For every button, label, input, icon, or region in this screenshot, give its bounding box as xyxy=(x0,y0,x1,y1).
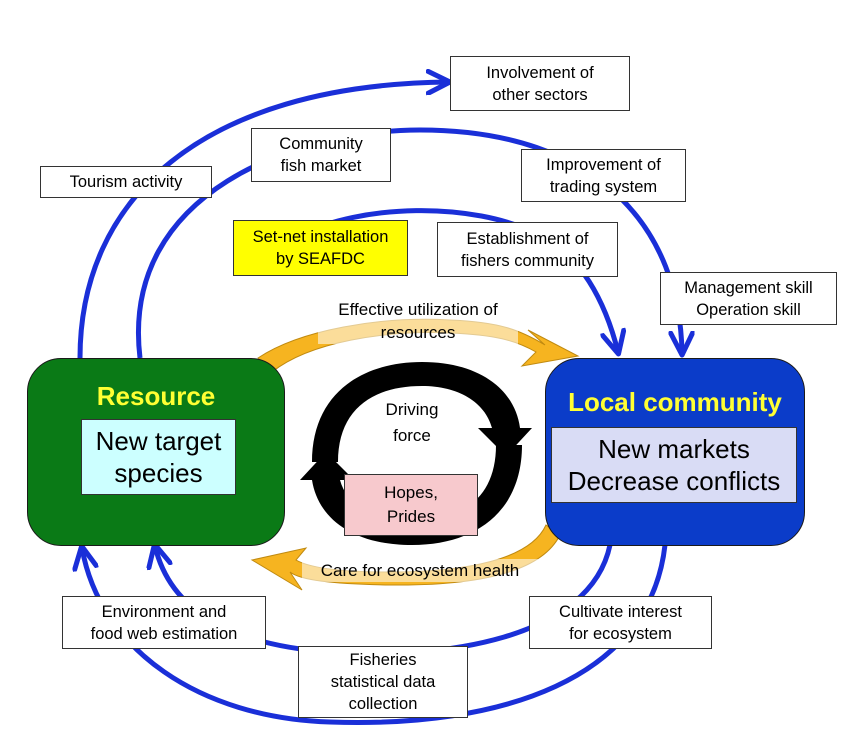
local-community-node: Local community New markets Decrease con… xyxy=(545,358,805,546)
arc-resource-to-community-outer xyxy=(135,127,682,359)
hopes-prides-box: Hopes, Prides xyxy=(344,474,478,536)
arc-resource-to-involvement xyxy=(77,82,448,359)
label-set-net-installation: Set-net installation by SEAFDC xyxy=(233,220,408,276)
label-involvement-of-other-sectors: Involvement of other sectors xyxy=(450,56,630,111)
label-tourism-activity: Tourism activity xyxy=(40,166,212,198)
effective-utilization-text: Effective utilization of resources xyxy=(318,298,518,344)
resource-node: Resource New target species xyxy=(27,358,285,546)
label-community-fish-market: Community fish market xyxy=(251,128,391,182)
driving-force-arc-top xyxy=(312,362,532,462)
driving-force-text: Driving force xyxy=(385,400,439,445)
care-for-ecosystem-text: Care for ecosystem health xyxy=(302,559,538,582)
label-cultivate-interest: Cultivate interest for ecosystem xyxy=(529,596,712,649)
label-establishment-of-fishers-community: Establishment of fishers community xyxy=(437,222,618,277)
resource-title: Resource xyxy=(96,381,216,411)
local-community-title: Local community xyxy=(568,387,782,417)
label-management-operation-skill: Management skill Operation skill xyxy=(660,272,837,325)
label-environment-food-web: Environment and food web estimation xyxy=(62,596,266,649)
label-fisheries-statistical-data: Fisheries statistical data collection xyxy=(298,646,468,718)
resource-inner-box: New target species xyxy=(81,419,236,495)
local-community-inner-box: New markets Decrease conflicts xyxy=(551,427,797,503)
label-improvement-of-trading-system: Improvement of trading system xyxy=(521,149,686,202)
